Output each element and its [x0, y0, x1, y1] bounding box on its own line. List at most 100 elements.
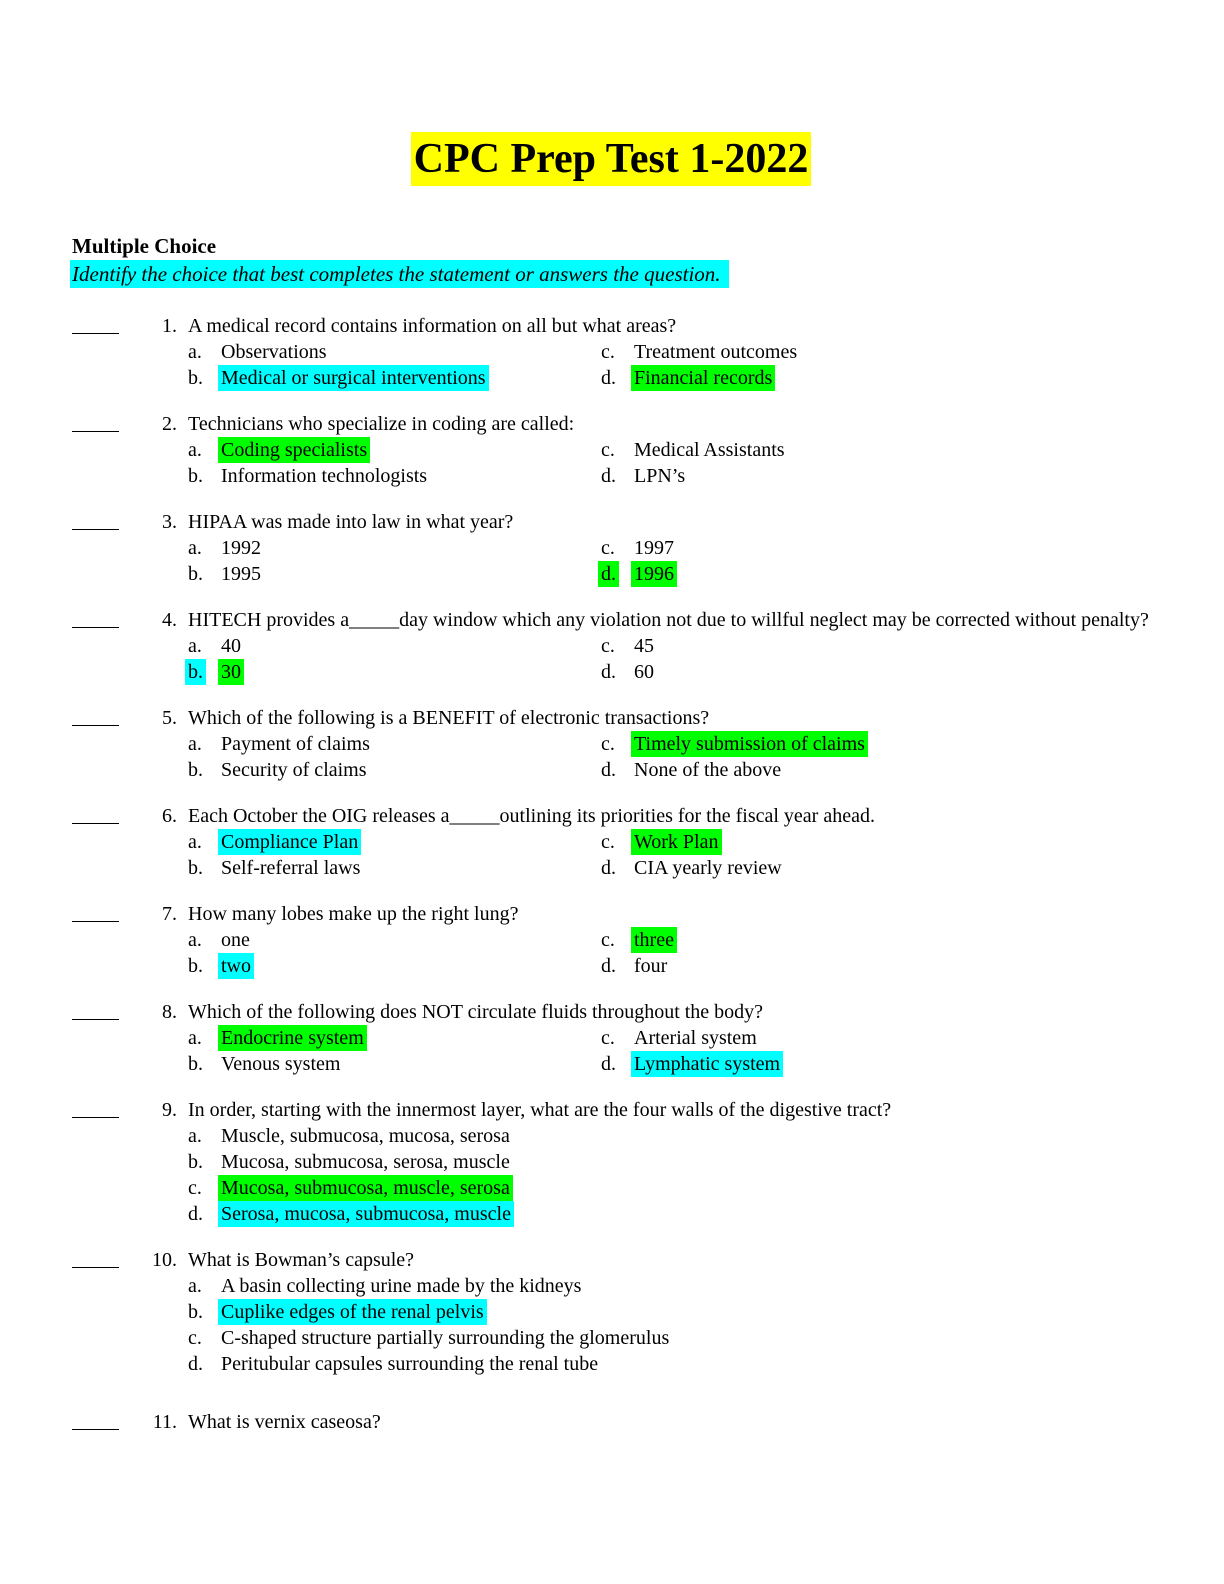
option-text: Financial records: [631, 365, 1150, 391]
option-letter: d.: [601, 759, 616, 781]
options-grid: a. Payment of claims c. Timely submissio…: [188, 731, 1150, 783]
options-list: a. Muscle, submucosa, mucosa, serosa b. …: [188, 1123, 1150, 1227]
option: b. 1995: [188, 561, 601, 587]
option: b. Medical or surgical interventions: [188, 365, 601, 391]
question-text: Each October the OIG releases a_____outl…: [188, 805, 875, 827]
option: c. C-shaped structure partially surround…: [188, 1325, 1150, 1351]
question: 11. What is vernix caseosa?: [72, 1409, 1150, 1435]
options-grid: a. 1992 c. 1997 b. 1995 d. 1996: [188, 535, 1150, 587]
option-letter: b.: [188, 563, 203, 585]
option-letter: c.: [601, 831, 615, 853]
option-letter: c.: [188, 1177, 202, 1199]
option: b. Self-referral laws: [188, 855, 601, 881]
option-letter: d.: [601, 1053, 616, 1075]
option-letter: c.: [601, 635, 615, 657]
option-text: Mucosa, submucosa, muscle, serosa: [218, 1175, 1150, 1201]
option: c. Treatment outcomes: [601, 339, 1150, 365]
answer-blank: [72, 607, 119, 628]
option-letter: a.: [188, 537, 202, 559]
instruction-text: Identify the choice that best completes …: [70, 260, 729, 288]
option: d. CIA yearly review: [601, 855, 1150, 881]
option-letter: a.: [188, 439, 202, 461]
question-text: Which of the following is a BENEFIT of e…: [188, 707, 710, 729]
option-text: Serosa, mucosa, submucosa, muscle: [218, 1201, 1150, 1227]
question-text: Which of the following does NOT circulat…: [188, 1001, 764, 1023]
option: a. Compliance Plan: [188, 829, 601, 855]
question-number: 4.: [162, 609, 177, 631]
option-letter: a.: [188, 341, 202, 363]
option-letter: a.: [188, 1027, 202, 1049]
option-text: A basin collecting urine made by the kid…: [221, 1275, 582, 1297]
option-text: Cuplike edges of the renal pelvis: [218, 1299, 1150, 1325]
question-body: What is Bowman’s capsule? a. A basin col…: [188, 1247, 1150, 1377]
option: a. 40: [188, 633, 601, 659]
question-body: HIPAA was made into law in what year? a.…: [188, 509, 1150, 587]
option: c. Mucosa, submucosa, muscle, serosa: [188, 1175, 1150, 1201]
question-number: 8.: [162, 1001, 177, 1023]
option: d. Lymphatic system: [601, 1051, 1150, 1077]
option-letter: c.: [601, 537, 615, 559]
test-document-page: CPC Prep Test 1-2022 Multiple Choice Ide…: [70, 0, 1150, 1435]
option: b. Venous system: [188, 1051, 601, 1077]
answer-blank: [72, 313, 119, 334]
option-text: three: [631, 927, 1150, 953]
question-number: 5.: [162, 707, 177, 729]
option-text: Arterial system: [634, 1027, 757, 1049]
question-body: Technicians who specialize in coding are…: [188, 411, 1150, 489]
option-letter: a.: [188, 733, 202, 755]
option-letter: b.: [188, 857, 203, 879]
option: c. 45: [601, 633, 1150, 659]
question-text: In order, starting with the innermost la…: [188, 1099, 892, 1121]
option: d. 60: [601, 659, 1150, 685]
options-grid: a. Compliance Plan c. Work Plan b. Self-…: [188, 829, 1150, 881]
option-letter: b.: [188, 1301, 203, 1323]
option: b. Information technologists: [188, 463, 601, 489]
question: 3. HIPAA was made into law in what year?…: [72, 509, 1150, 587]
option-letter: d.: [601, 465, 616, 487]
question: 2. Technicians who specialize in coding …: [72, 411, 1150, 489]
instruction-line: Identify the choice that best completes …: [70, 260, 1150, 288]
option-letter: c.: [601, 929, 615, 951]
option-text: 1996: [631, 561, 1150, 587]
option: a. Muscle, submucosa, mucosa, serosa: [188, 1123, 1150, 1149]
question-text: HITECH provides a_____day window which a…: [188, 609, 1149, 631]
question-number: 7.: [162, 903, 177, 925]
title-row: CPC Prep Test 1-2022: [72, 0, 1150, 186]
option: a. Endocrine system: [188, 1025, 601, 1051]
option: d. Serosa, mucosa, submucosa, muscle: [188, 1201, 1150, 1227]
option-letter: c.: [188, 1327, 202, 1349]
option: a. 1992: [188, 535, 601, 561]
option: b. two: [188, 953, 601, 979]
option: c. Arterial system: [601, 1025, 1150, 1051]
option: c. Timely submission of claims: [601, 731, 1150, 757]
option-text: 1992: [221, 537, 261, 559]
option-letter: d.: [188, 1203, 203, 1225]
option: d. four: [601, 953, 1150, 979]
answer-blank: [72, 1097, 119, 1118]
option-letter: b.: [188, 955, 203, 977]
option-letter: c.: [601, 439, 615, 461]
option-letter: b.: [188, 759, 203, 781]
option-text: four: [634, 955, 668, 977]
option-text: Timely submission of claims: [631, 731, 1150, 757]
option-text: LPN’s: [634, 465, 686, 487]
question: 6. Each October the OIG releases a_____o…: [72, 803, 1150, 881]
option-letter: b.: [188, 367, 203, 389]
question-body: Which of the following does NOT circulat…: [188, 999, 1150, 1077]
question-number: 2.: [162, 413, 177, 435]
option: c. Work Plan: [601, 829, 1150, 855]
option-text: two: [218, 953, 601, 979]
answer-blank: [72, 999, 119, 1020]
options-list: a. A basin collecting urine made by the …: [188, 1273, 1150, 1377]
option-text: Payment of claims: [221, 733, 370, 755]
question-number: 9.: [162, 1099, 177, 1121]
options-grid: a. one c. three b. two d. four: [188, 927, 1150, 979]
options-grid: a. Endocrine system c. Arterial system b…: [188, 1025, 1150, 1077]
section-heading: Multiple Choice: [72, 234, 217, 258]
option: b. Mucosa, submucosa, serosa, muscle: [188, 1149, 1150, 1175]
answer-blank: [72, 1247, 119, 1268]
page-title: CPC Prep Test 1-2022: [410, 132, 812, 186]
option-text: 45: [634, 635, 654, 657]
answer-blank: [72, 411, 119, 432]
question-number: 10.: [152, 1249, 177, 1271]
